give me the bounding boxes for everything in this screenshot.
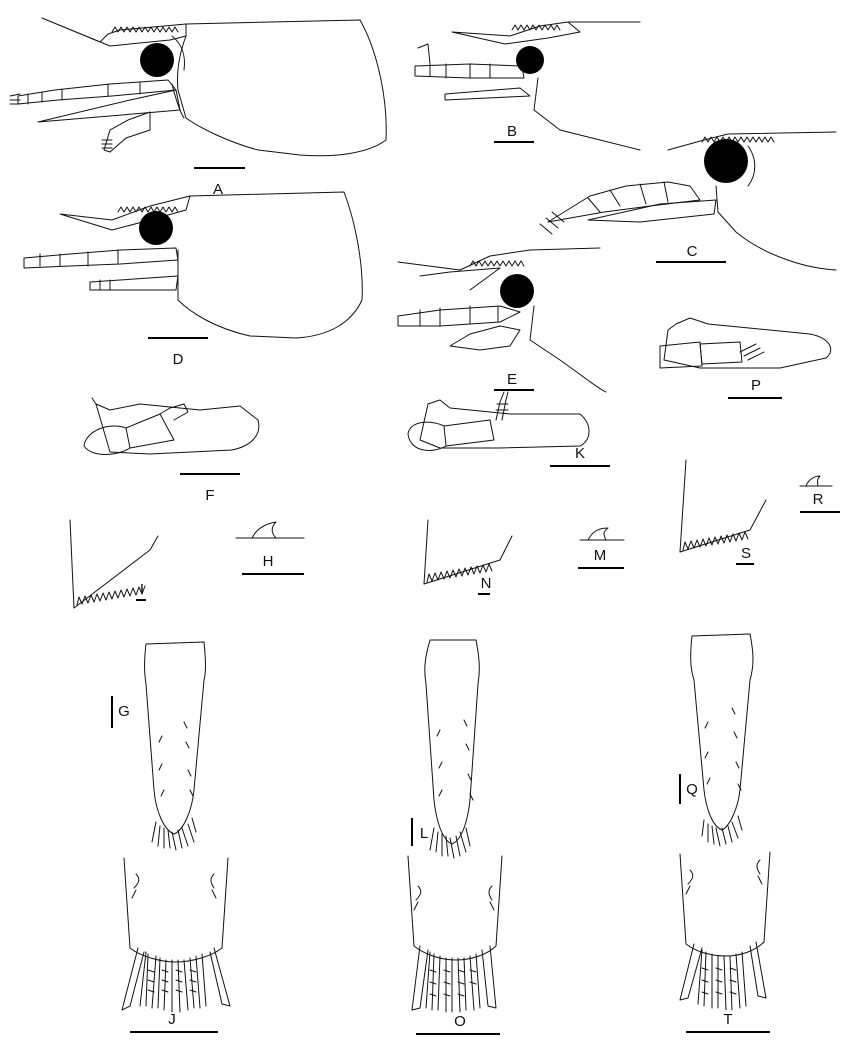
panel-b-carapace <box>414 21 641 151</box>
panel-l-telson <box>424 639 480 859</box>
panel-f-label: F <box>205 487 214 504</box>
panel-a-carapace <box>9 17 387 157</box>
panel-p-label: P <box>751 377 761 394</box>
panel-j-label: J <box>168 1011 176 1028</box>
panel-o-label: O <box>454 1013 466 1030</box>
panel-q-telson <box>690 633 754 847</box>
panel-n-dactylus <box>423 519 513 585</box>
panel-t-telson-tip <box>679 851 771 1011</box>
panel-k-label: K <box>575 445 585 462</box>
panel-e-carapace <box>397 247 607 393</box>
panel-l-label: L <box>420 825 428 842</box>
panel-h-label: H <box>263 553 274 570</box>
panel-b-label: B <box>507 123 517 140</box>
panel-k-antennal-scale <box>407 391 590 451</box>
panel-a-label: A <box>213 181 223 198</box>
panel-q-label: Q <box>686 781 698 798</box>
panel-t-label: T <box>723 1011 732 1028</box>
panel-i-label: I <box>140 581 144 598</box>
panel-h-tooth <box>235 521 305 539</box>
panel-p-antennal-scale <box>659 317 832 369</box>
panel-e-label: E <box>507 371 517 388</box>
panel-s-dactylus <box>679 459 767 553</box>
panel-s-label: S <box>741 545 751 562</box>
panel-c-carapace <box>539 131 837 271</box>
panel-c-label: C <box>687 243 698 260</box>
panel-g-label: G <box>118 703 130 720</box>
panel-r-tooth <box>799 475 833 487</box>
panel-m-tooth <box>579 527 625 541</box>
panel-g-telson <box>144 641 206 851</box>
panel-j-telson-tip <box>121 857 231 1013</box>
panel-d-carapace <box>23 191 363 339</box>
panel-r-label: R <box>813 491 824 508</box>
panel-m-label: M <box>594 547 607 564</box>
panel-i-dactylus <box>69 519 159 609</box>
panel-n-label: N <box>481 575 492 592</box>
panel-f-antennal-scale <box>83 397 260 455</box>
panel-d-label: D <box>173 351 184 368</box>
panel-o-telson-tip <box>407 855 503 1013</box>
